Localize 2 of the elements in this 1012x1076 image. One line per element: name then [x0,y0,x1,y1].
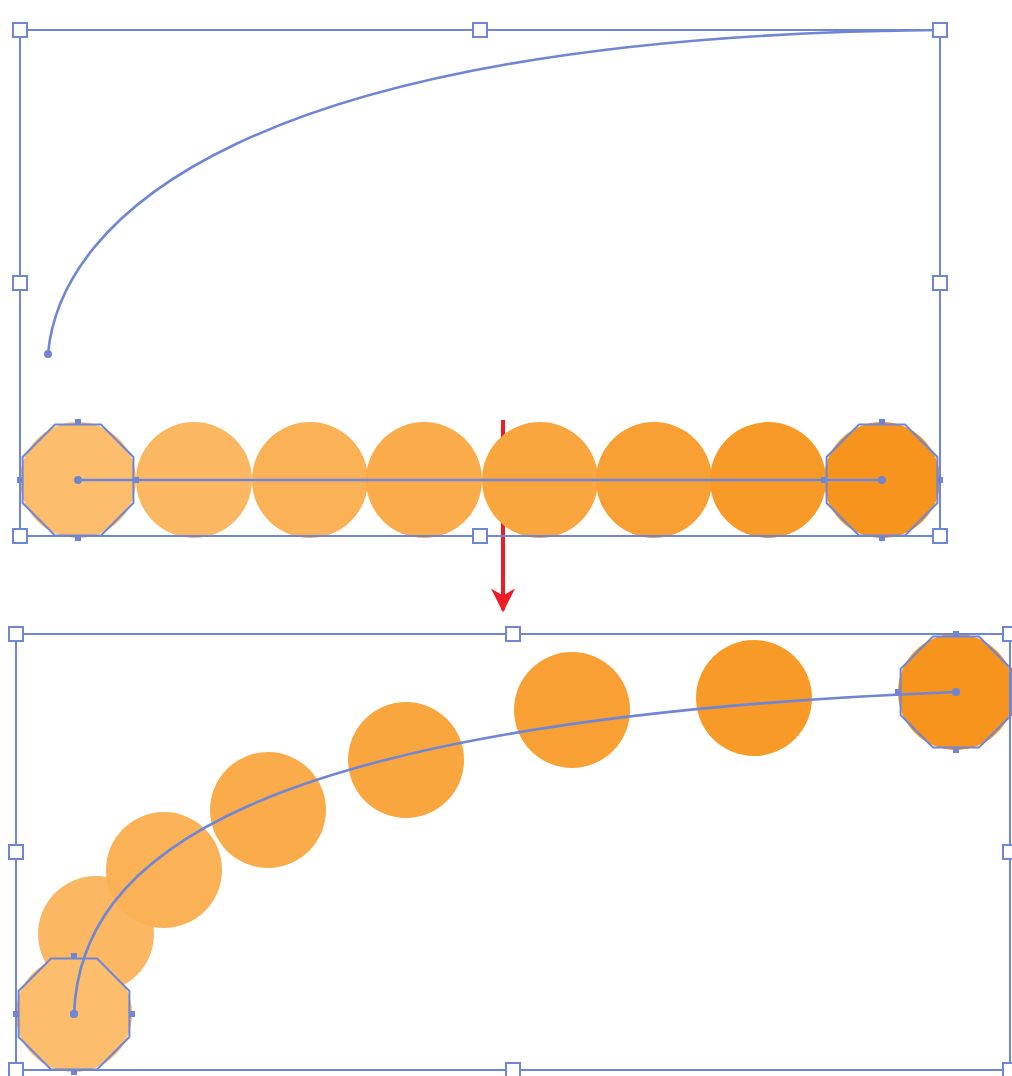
blend-on-path-drawing [10,20,950,546]
blend-on-path-drawing [6,624,1012,1076]
